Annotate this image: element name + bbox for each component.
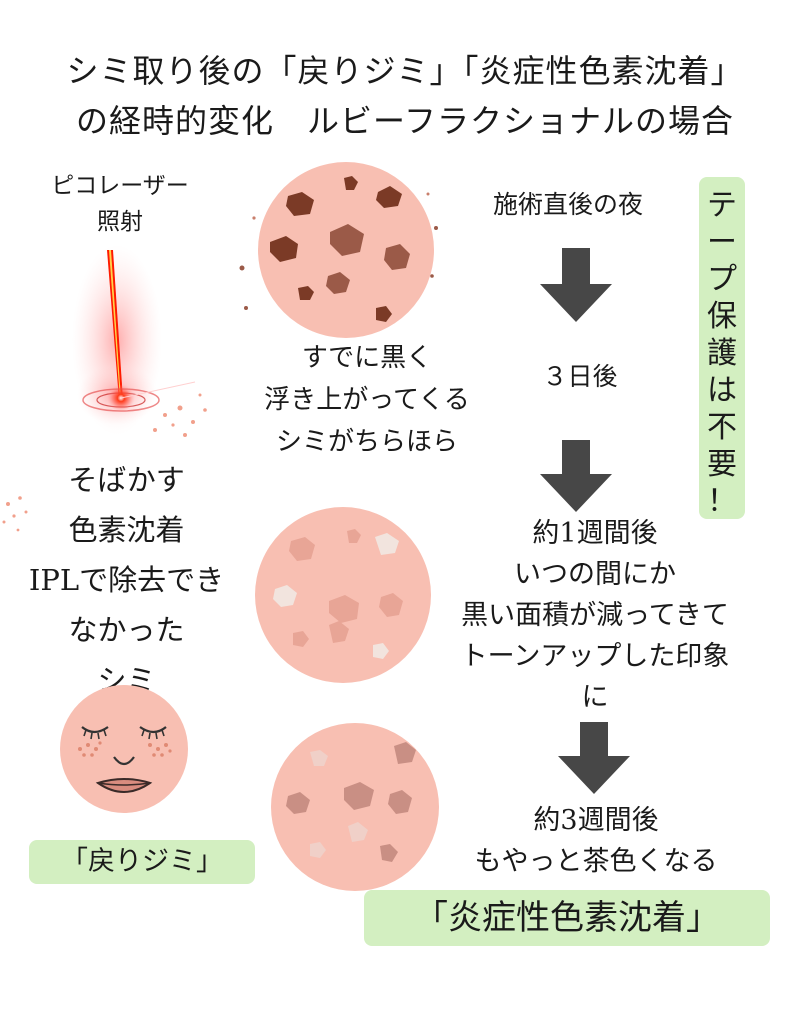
description-line: そばかす bbox=[68, 463, 185, 497]
step-1week-text: 約1週間後 いつの間にか 黒い面積が減ってきて トーンアップした印象 に bbox=[430, 513, 760, 718]
laser-label-line: 照射 bbox=[97, 209, 143, 235]
step-3weeks-line: もやっと茶色くなる bbox=[474, 846, 718, 877]
skin-circle-3weeks bbox=[270, 722, 440, 892]
spot-description: そばかす 色素沈着 IPLで除去でき なかった シミ bbox=[4, 455, 249, 705]
tape-note-char: テ bbox=[707, 188, 737, 223]
tape-note-char: ！ bbox=[707, 484, 737, 519]
caption-line: 浮き上がってくる bbox=[264, 385, 470, 415]
down-arrow-icon bbox=[540, 440, 612, 512]
laser-beam-illustration bbox=[55, 240, 225, 440]
caption-line: すでに黒く bbox=[301, 343, 433, 373]
page-title-line-1: シミ取り後の「戻りジミ」「炎症性色素沈着」 bbox=[66, 52, 744, 90]
step-3days-label: ３日後 bbox=[542, 362, 618, 391]
face-illustration bbox=[58, 683, 190, 815]
tape-note-char: 要 bbox=[707, 447, 737, 482]
step-3weeks-line: 約3週間後 bbox=[533, 805, 659, 836]
rebound-spot-badge: 「戻りジミ」 bbox=[29, 840, 255, 884]
tape-not-needed-note: テ ー プ 保 護 は 不 要 ！ bbox=[699, 177, 745, 519]
pih-badge: 「炎症性色素沈着」 bbox=[364, 890, 770, 946]
step-1week-line: 黒い面積が減ってきて bbox=[461, 600, 729, 631]
tape-note-char: プ bbox=[707, 262, 737, 297]
tape-note-char: 護 bbox=[707, 336, 737, 371]
caption-line: シミがちらほら bbox=[275, 427, 458, 457]
skin-circle-1week bbox=[253, 505, 433, 685]
page-title-line-2: の経時的変化 ルビーフラクショナルの場合 bbox=[75, 102, 735, 140]
description-line: 色素沈着 bbox=[68, 513, 185, 547]
description-line: なかった bbox=[68, 613, 185, 647]
tape-note-char: は bbox=[707, 373, 737, 408]
step-night-label: 施術直後の夜 bbox=[492, 190, 643, 219]
tape-note-char: 保 bbox=[707, 299, 737, 334]
step-1week-line: に bbox=[581, 682, 609, 713]
skin-circle-night bbox=[232, 158, 444, 348]
tape-note-char: 不 bbox=[707, 410, 737, 445]
tape-note-char: ー bbox=[707, 225, 737, 260]
step-1week-line: トーンアップした印象 bbox=[460, 641, 730, 672]
description-line: IPLで除去でき bbox=[28, 563, 225, 597]
down-arrow-icon bbox=[540, 248, 612, 322]
step-3weeks-text: 約3週間後 もやっと茶色くなる bbox=[446, 800, 746, 882]
night-caption: すでに黒く 浮き上がってくる シミがちらほら bbox=[222, 337, 512, 463]
laser-label-line: ピコレーザー bbox=[51, 173, 189, 199]
down-arrow-icon bbox=[558, 722, 630, 794]
laser-label: ピコレーザー 照射 bbox=[20, 168, 220, 240]
step-1week-line: いつの間にか bbox=[514, 559, 676, 590]
step-1week-line: 約1週間後 bbox=[532, 518, 658, 549]
scattered-dots-decoration bbox=[0, 490, 60, 550]
